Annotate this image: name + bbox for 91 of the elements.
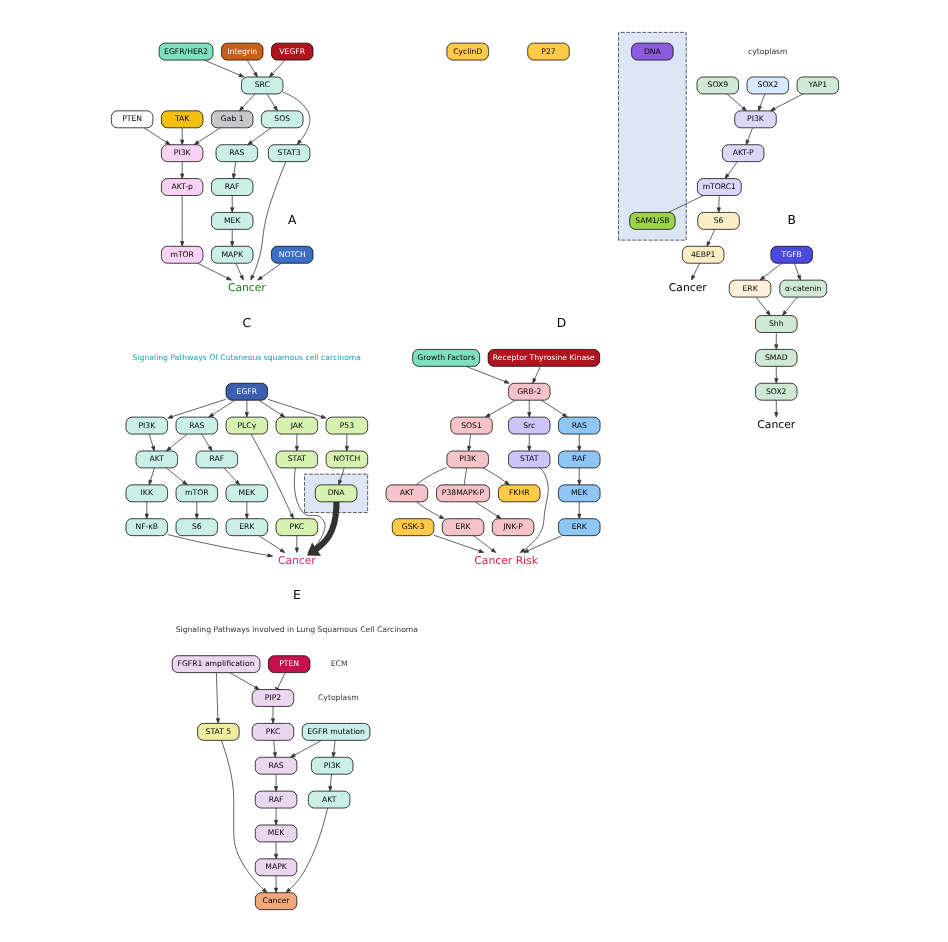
arrow: [249, 433, 293, 519]
arrow: [472, 535, 496, 553]
arrow: [293, 535, 298, 553]
cluster: [617, 31, 686, 241]
cluster: [303, 473, 368, 513]
arrow: [202, 59, 244, 78]
arrow: [165, 467, 187, 486]
connector: [462, 467, 466, 486]
arrow: [147, 467, 154, 486]
arrow: [281, 91, 310, 145]
connector: [667, 195, 703, 213]
arrow: [293, 433, 298, 452]
arrow: [231, 161, 236, 179]
arrow: [273, 773, 278, 792]
arrow: [432, 534, 484, 553]
connector: [273, 672, 285, 691]
arrow: [415, 501, 444, 520]
arrow: [576, 433, 581, 452]
arrow: [222, 467, 240, 486]
arrow: [143, 501, 148, 520]
arrow: [166, 398, 226, 419]
connector: [415, 467, 447, 486]
arrow: [466, 433, 471, 452]
arrow: [484, 399, 515, 418]
arrow: [165, 433, 187, 452]
arrow: [526, 433, 531, 452]
arrow: [265, 93, 277, 112]
arrow: [337, 467, 344, 486]
arrow: [723, 161, 737, 179]
arrow: [220, 740, 267, 894]
arrow: [526, 399, 531, 418]
arrow: [193, 501, 198, 520]
arrow: [243, 399, 248, 418]
arrow: [268, 59, 285, 78]
arrow: [758, 262, 781, 281]
arrow: [270, 706, 274, 724]
arrow: [531, 366, 540, 384]
arrow: [343, 433, 348, 452]
arrow: [179, 161, 184, 179]
arrow: [289, 740, 321, 758]
arrow: [576, 467, 581, 486]
arrow: [229, 229, 234, 247]
arrow: [754, 296, 770, 316]
arrow: [705, 229, 715, 247]
arrow: [481, 467, 509, 486]
arrow: [228, 672, 259, 690]
arrow: [271, 740, 276, 758]
arrow: [464, 366, 509, 384]
arrow: [256, 262, 281, 281]
arrow: [200, 433, 212, 452]
arrow: [725, 93, 746, 112]
arrow: [715, 195, 720, 213]
arrow: [257, 399, 285, 418]
arrow: [773, 332, 778, 350]
arrow: [773, 366, 778, 384]
arrow: [539, 399, 567, 418]
arrow: [744, 127, 752, 146]
arrow: [249, 161, 286, 281]
arrow: [757, 93, 765, 112]
arrow: [781, 296, 797, 316]
arrow: [192, 127, 220, 146]
arrow: [238, 93, 255, 112]
arrow: [793, 262, 800, 281]
arrow: [179, 195, 184, 247]
arrow: [207, 399, 235, 418]
arrow: [518, 467, 548, 553]
arrow: [473, 501, 501, 520]
arrow: [330, 740, 335, 758]
arrow: [234, 262, 243, 281]
arrow: [229, 195, 234, 213]
arrow: [273, 807, 278, 826]
arrow: [273, 875, 278, 894]
arrow: [246, 127, 271, 146]
arrow: [769, 93, 803, 112]
arrow: [576, 501, 581, 520]
arrow: [166, 534, 272, 558]
arrow: [214, 672, 219, 724]
arrow: [522, 535, 561, 553]
arrow: [266, 398, 326, 419]
arrow: [273, 841, 278, 860]
arrow: [284, 807, 327, 893]
arrow: [196, 262, 231, 281]
arrow: [773, 399, 778, 418]
arrow: [179, 127, 184, 146]
arrow: [245, 59, 257, 78]
arrow: [243, 501, 248, 520]
arrow: [327, 773, 332, 792]
arrow: [257, 535, 285, 553]
arrow: [142, 127, 170, 146]
arrow: [147, 433, 154, 452]
arrow: [690, 262, 699, 281]
